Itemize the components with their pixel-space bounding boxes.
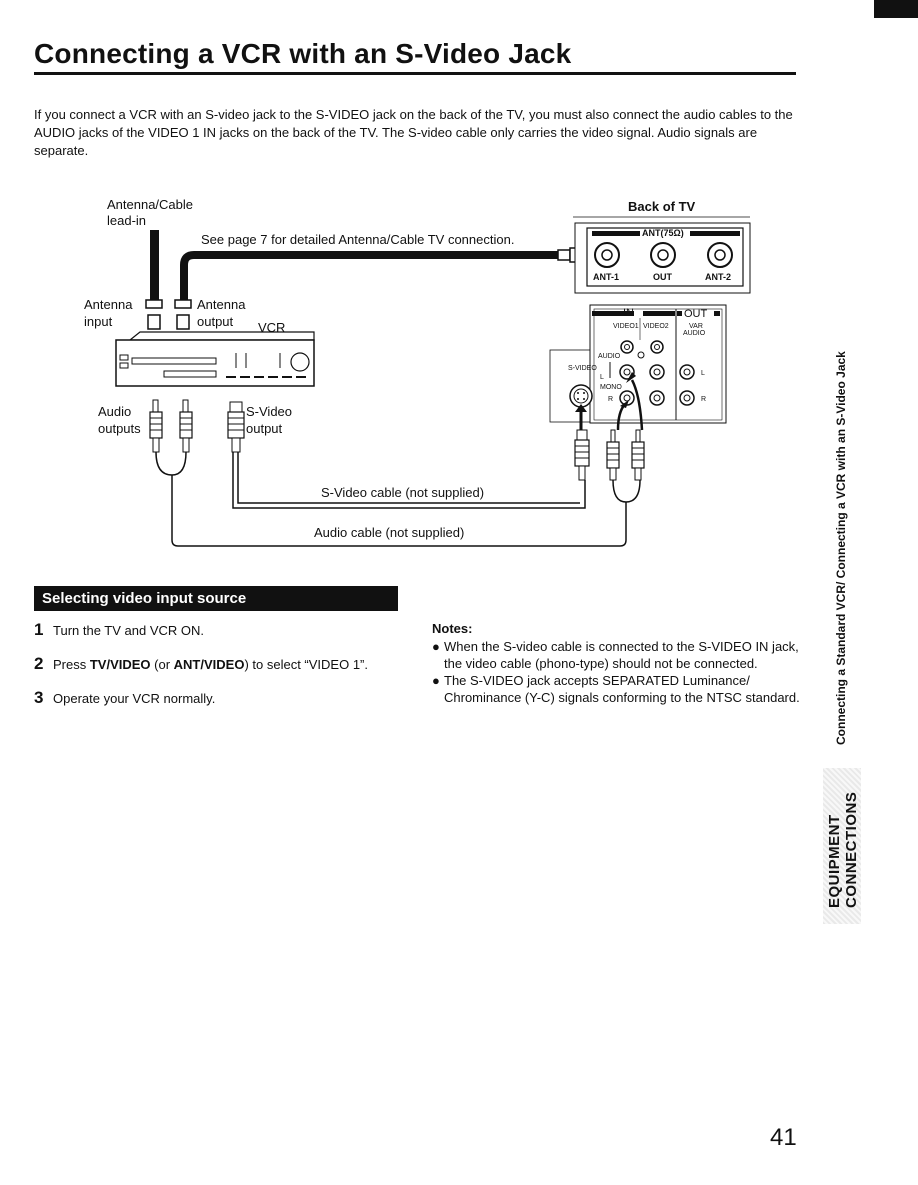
svideo-output-label-2: output [246, 421, 283, 436]
notes-title: Notes: [432, 621, 473, 636]
section-tab-label: EQUIPMENT CONNECTIONS [826, 791, 860, 908]
back-of-tv-label: Back of TV [628, 199, 696, 214]
page-number: 41 [770, 1124, 797, 1151]
audio-outputs-label-1: Audio [98, 404, 131, 419]
vcr-label: VCR [258, 320, 285, 335]
antenna-input-label-1: Antenna [84, 297, 133, 312]
step-text: Turn the TV and VCR ON. [53, 623, 205, 638]
intro-paragraph: If you connect a VCR with an S-video jac… [34, 107, 793, 158]
svideo-output-label-1: S-Video [246, 404, 292, 419]
lead-in-cable [150, 230, 159, 300]
step-number: 1 [34, 620, 44, 639]
connection-diagram: Antenna/Cable lead-in See page 7 for det… [84, 197, 751, 547]
svideo-cable-label: S-Video cable (not supplied) [321, 485, 484, 500]
ant-video-key: ANT/VIDEO [173, 657, 245, 672]
step-text: Operate your VCR normally. [53, 691, 216, 706]
step-2: 2 Press TV/VIDEO (or ANT/VIDEO) to selec… [34, 654, 414, 674]
step-number: 3 [34, 688, 44, 707]
antenna-cable-label-1: Antenna/Cable [107, 197, 193, 212]
note-item: ● When the S-video cable is connected to… [432, 638, 802, 672]
antenna-output-label-1: Antenna [197, 297, 246, 312]
bullet-icon: ● [432, 639, 440, 654]
l-label: L [600, 374, 604, 381]
note-text: When the S-video cable is connected to t… [444, 639, 799, 671]
bullet-icon: ● [432, 673, 440, 688]
ant2-label: ANT-2 [705, 272, 731, 282]
svideo-jack-label: S-VIDEO [568, 365, 597, 372]
notes-block: Notes: ● When the S-video cable is conne… [432, 620, 802, 706]
section-header: Selecting video input source [34, 586, 398, 611]
note-item: ● The S-VIDEO jack accepts SEPARATED Lum… [432, 672, 802, 706]
steps-list: 1 Turn the TV and VCR ON. 2 Press TV/VID… [34, 620, 414, 722]
vcr-audio-plugs [149, 399, 193, 476]
svideo-cable [232, 452, 586, 509]
audio-cable-label: Audio cable (not supplied) [314, 525, 464, 540]
corner-mark [874, 0, 918, 18]
audio-outputs-label-2: outputs [98, 421, 141, 436]
vcr-icon [115, 331, 315, 387]
title-rule [34, 72, 796, 75]
step-3: 3 Operate your VCR normally. [34, 688, 414, 708]
tv-side-plugs [574, 429, 645, 481]
audio-label: AUDIO [598, 353, 621, 360]
ant75-label: ANT(75Ω) [642, 228, 684, 238]
arrow-audio-l [630, 379, 644, 431]
antenna-input-label-2: input [84, 314, 113, 329]
mono-label: MONO [600, 384, 622, 391]
side-running-title: Connecting a Standard VCR/ Connecting a … [834, 351, 848, 745]
page-title: Connecting a VCR with an S-Video Jack [34, 38, 572, 69]
r-out-label: R [701, 396, 706, 403]
ant1-label: ANT-1 [593, 272, 619, 282]
r-label: R [608, 396, 613, 403]
vcr-svideo-plug [227, 401, 245, 453]
antenna-cable-label-2: lead-in [107, 213, 146, 228]
video2-label: VIDEO2 [643, 323, 669, 330]
audio-small-label: AUDIO [683, 330, 706, 337]
var-label: VAR [689, 323, 703, 330]
section-tab [823, 768, 861, 924]
video1-label: VIDEO1 [613, 323, 639, 330]
step-number: 2 [34, 654, 44, 673]
audio-cable [171, 475, 627, 547]
l-out-label: L [701, 370, 705, 377]
step-1: 1 Turn the TV and VCR ON. [34, 620, 414, 640]
see-page-note: See page 7 for detailed Antenna/Cable TV… [201, 232, 514, 247]
antenna-output-cable [180, 251, 560, 300]
in-label: IN [623, 307, 634, 319]
note-text: The S-VIDEO jack accepts SEPARATED Lumin… [444, 673, 800, 705]
out-label: OUT [653, 272, 673, 282]
antenna-output-label-2: output [197, 314, 234, 329]
tv-video-key: TV/VIDEO [89, 657, 151, 672]
out-panel-label: OUT [684, 308, 708, 320]
step-text: Press TV/VIDEO (or ANT/VIDEO) to select … [53, 657, 368, 672]
